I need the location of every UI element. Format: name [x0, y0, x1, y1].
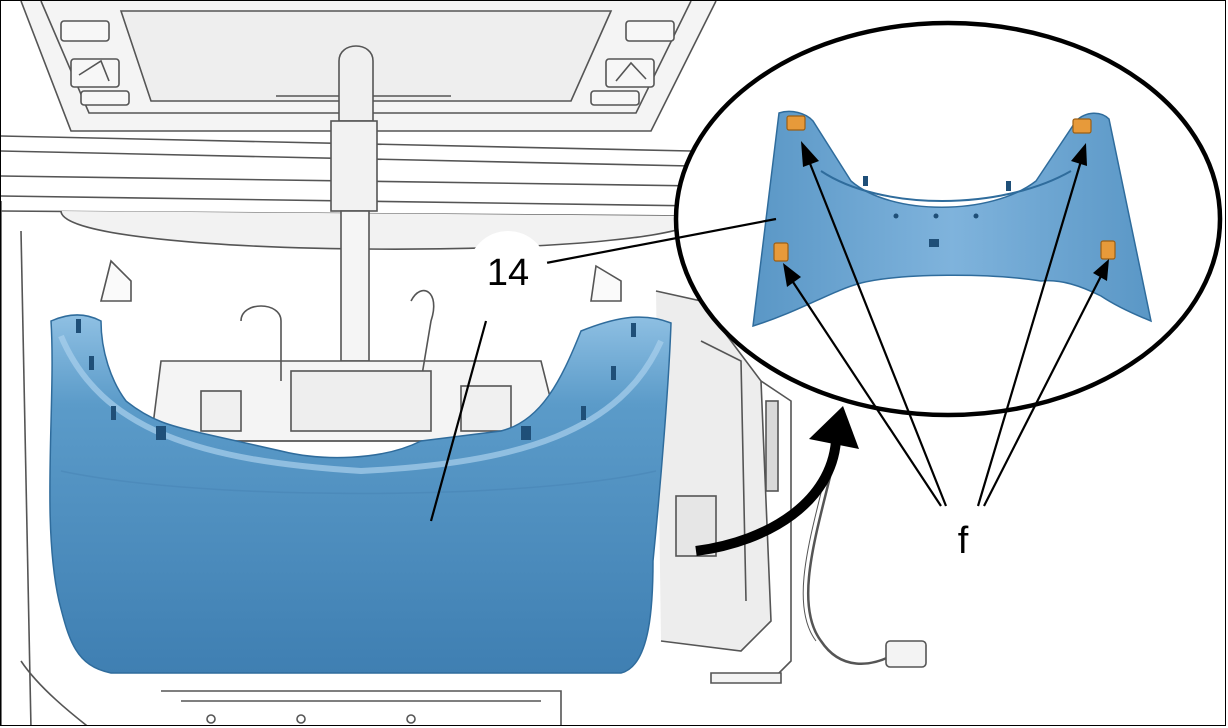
leader-14-main [429, 320, 488, 522]
right-switch-block [590, 20, 675, 106]
clip-bottom-right [1100, 240, 1116, 260]
clip-label-f: f [958, 520, 969, 562]
leader-14-inset [545, 217, 777, 265]
clip-top-right [1072, 118, 1092, 134]
callout-f: f [958, 520, 969, 562]
leader-arrowheads [783, 141, 1109, 287]
callout-14: 14 [468, 231, 548, 311]
callout-14-background [468, 231, 548, 311]
clip-top-left [786, 115, 806, 131]
leader-f-4 [983, 275, 1102, 507]
clip-bottom-left [773, 242, 789, 262]
part-label-14: 14 [487, 252, 529, 294]
leader-f-1 [807, 160, 948, 507]
leader-f-2 [790, 278, 942, 507]
leader-lines [429, 160, 1102, 522]
trim-panel-main [49, 314, 672, 674]
detail-inset [673, 20, 1223, 418]
leader-f-3 [976, 160, 1083, 507]
trim-panel-slots [76, 319, 636, 440]
direction-arrow [695, 406, 859, 556]
left-switch-block [60, 20, 130, 106]
background-interior [1, 1, 927, 725]
retaining-clips [773, 115, 1116, 262]
